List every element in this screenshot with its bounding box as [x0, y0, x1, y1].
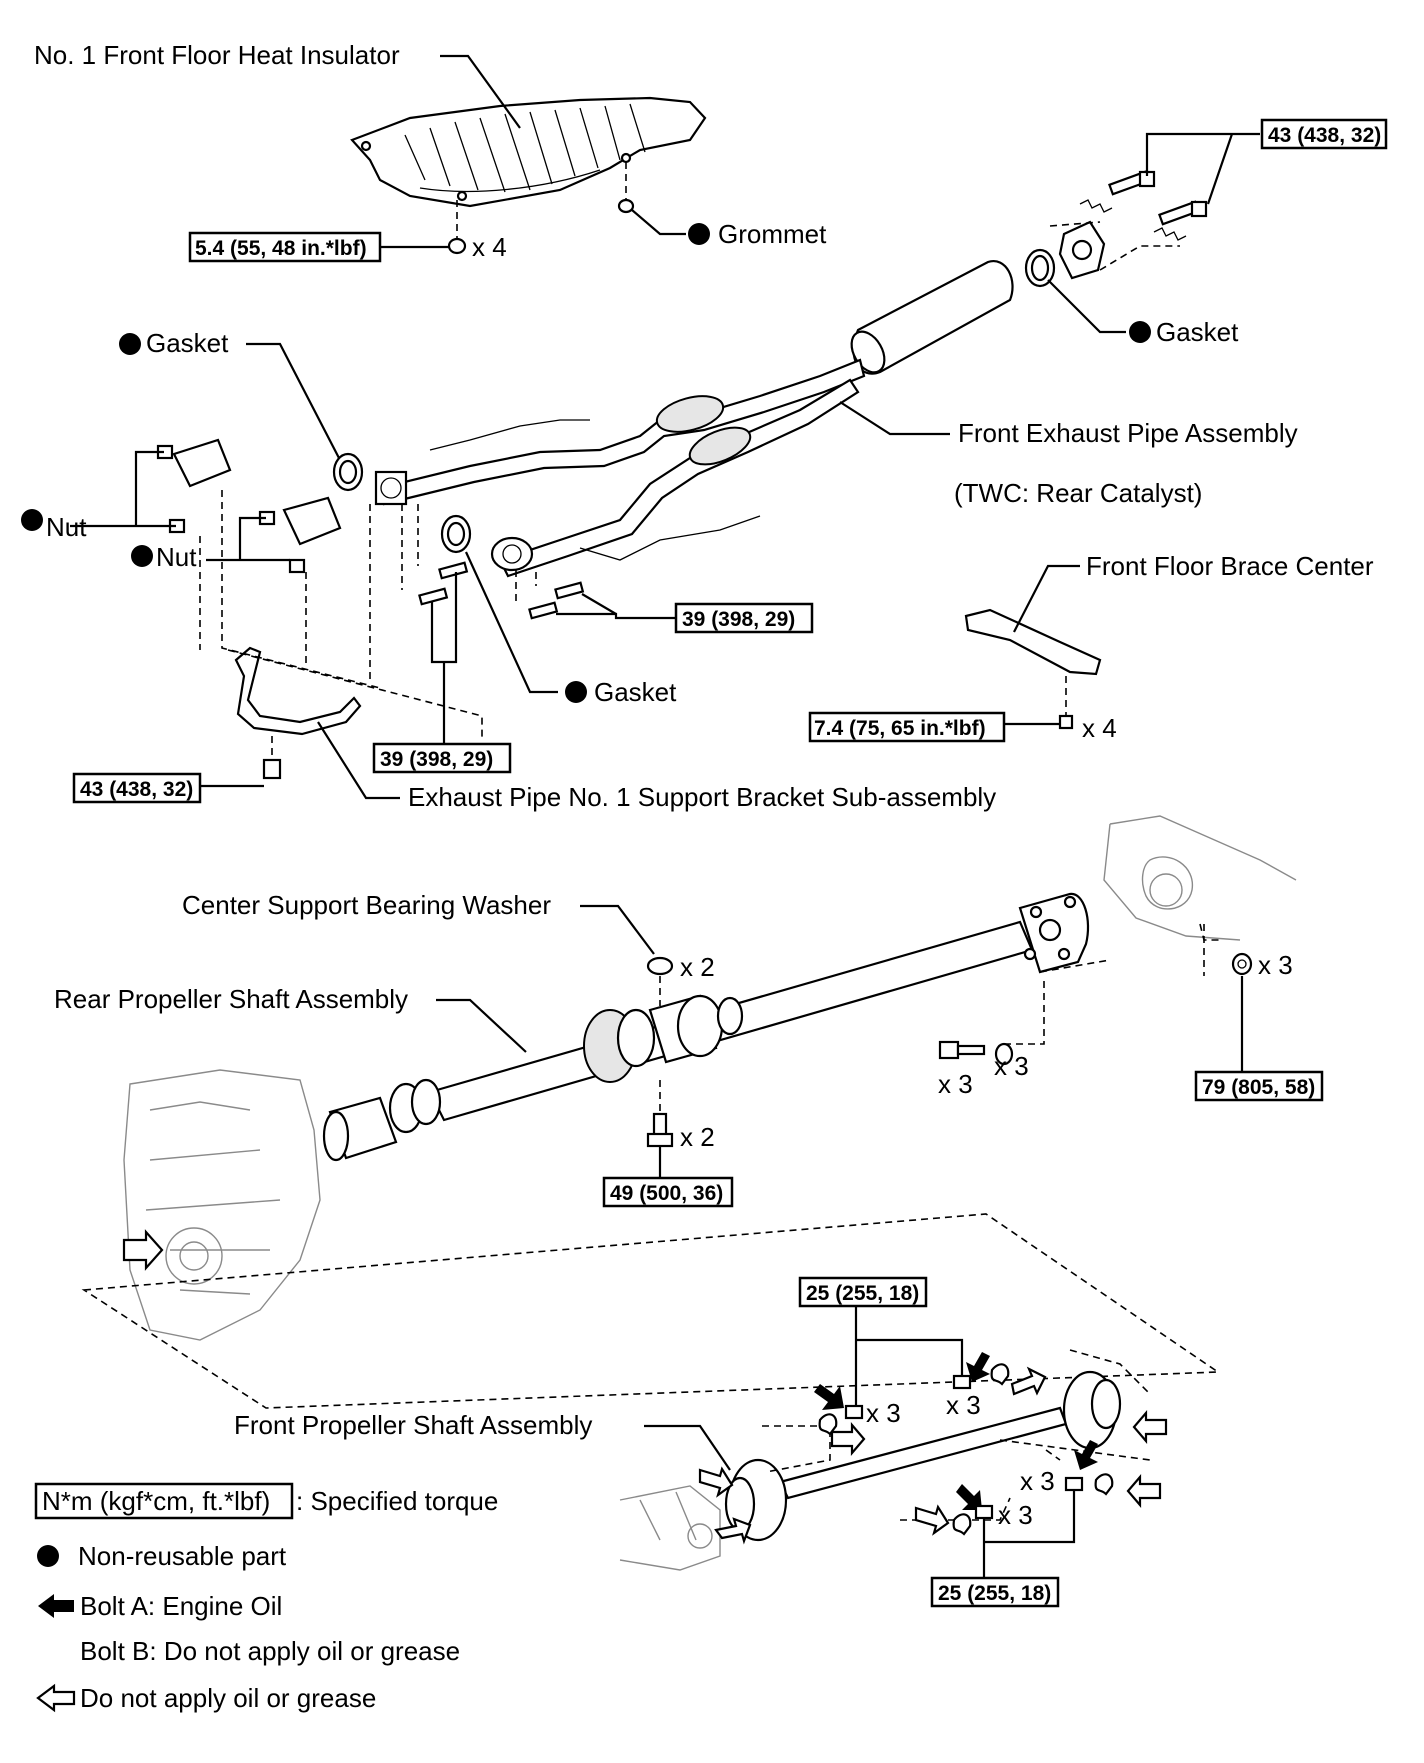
- torque-pipe-bolts-left: 39 (398, 29): [380, 748, 493, 771]
- grommet-label: Grommet: [718, 219, 827, 249]
- qty-rear-nut: x 3: [1258, 950, 1293, 980]
- engine-sketch: [619, 1485, 721, 1571]
- arrow-filled-icon: [966, 1352, 990, 1382]
- qty-fs-c: x 3: [1020, 1466, 1055, 1496]
- arrow-filled-icon: [956, 1484, 982, 1510]
- front-exhaust-pipe-assembly: [374, 248, 1056, 578]
- non-reusable-dot-icon: [21, 509, 43, 531]
- torque-bracket: 43 (438, 32): [80, 778, 193, 801]
- qty-fs-a: x 3: [866, 1398, 901, 1428]
- qty-rear-washer: x 3: [994, 1051, 1029, 1081]
- front-propeller-shaft: [724, 1370, 1122, 1542]
- heat-insulator: [350, 96, 707, 208]
- torque-pipe-bolts-center: 39 (398, 29): [682, 608, 795, 631]
- grommet-part: [617, 198, 635, 214]
- qty-washer: x 2: [680, 952, 715, 982]
- non-reusable-dot-icon: [37, 1545, 59, 1567]
- legend-bolt-b: Bolt B: Do not apply oil or grease: [80, 1636, 460, 1666]
- gasket-right-label: Gasket: [1156, 317, 1239, 347]
- legend-no-oil: Do not apply oil or grease: [80, 1683, 376, 1713]
- differential-sketch: [1103, 815, 1297, 941]
- nut-b-label: Nut: [156, 542, 197, 572]
- torque-rear-shaft-flange: 79 (805, 58): [1202, 1076, 1315, 1099]
- torque-front-shaft-top: 25 (255, 18): [806, 1282, 919, 1305]
- left-hangers: [156, 438, 342, 574]
- flange-bolts: [1058, 170, 1208, 280]
- torque-front-shaft-bottom: 25 (255, 18): [938, 1582, 1051, 1605]
- arrow-outline-icon: [1126, 1474, 1162, 1508]
- front-shaft-dashed-outline: [81, 1213, 1221, 1409]
- rear-propeller-shaft-label: Rear Propeller Shaft Assembly: [54, 984, 408, 1014]
- arrow-outline-icon: [1010, 1366, 1047, 1396]
- qty-fs-d: x 3: [998, 1500, 1033, 1530]
- arrow-outline-icon: [36, 1683, 76, 1713]
- qty-brace: x 4: [1082, 713, 1117, 743]
- arrow-filled-icon: [814, 1384, 844, 1410]
- legend-torque-desc: : Specified torque: [296, 1486, 498, 1516]
- twc-label: (TWC: Rear Catalyst): [954, 478, 1202, 508]
- torque-brace: 7.4 (75, 65 in.*lbf): [814, 717, 986, 740]
- arrow-outline-icon: [122, 1229, 164, 1271]
- qty-rear-bolt: x 3: [938, 1069, 973, 1099]
- bearing-washer-part: [646, 956, 674, 976]
- front-exhaust-pipe-label: Front Exhaust Pipe Assembly: [958, 418, 1298, 448]
- torque-insulator: 5.4 (55, 48 in.*lbf): [195, 237, 367, 260]
- torque-flange-top: 43 (438, 32): [1268, 124, 1381, 147]
- transfer-case-sketch: [122, 1069, 321, 1341]
- gasket-left-label: Gasket: [146, 328, 229, 358]
- legend-non-reusable: Non-reusable part: [78, 1541, 287, 1571]
- support-bracket: [234, 646, 362, 736]
- arrow-outline-icon: [1132, 1410, 1168, 1444]
- non-reusable-dot-icon: [688, 223, 710, 245]
- non-reusable-dot-icon: [1129, 321, 1151, 343]
- nut-a-label: Nut: [46, 512, 87, 542]
- torque-center-support: 49 (500, 36): [610, 1182, 723, 1205]
- non-reusable-dot-icon: [119, 333, 141, 355]
- legend: N*m (kgf*cm, ft.*lbf) : Specified torque…: [34, 1482, 498, 1713]
- qty-support-bolt: x 2: [680, 1122, 715, 1152]
- arrow-outline-icon: [698, 1466, 734, 1498]
- gasket-center-label: Gasket: [594, 677, 677, 707]
- front-shaft-arrows: [698, 1352, 1168, 1545]
- arrow-outline-icon: [914, 1504, 950, 1536]
- arrow-outline-icon: [830, 1422, 866, 1456]
- qty-fs-b: x 3: [946, 1390, 981, 1420]
- legend-bolt-a: Bolt A: Engine Oil: [80, 1591, 282, 1621]
- legend-torque-unit: N*m (kgf*cm, ft.*lbf): [42, 1486, 270, 1516]
- rear-flange-nut: [1231, 952, 1253, 976]
- arrow-filled-icon: [38, 1594, 74, 1618]
- front-propeller-shaft-label: Front Propeller Shaft Assembly: [234, 1410, 592, 1440]
- heat-insulator-label: No. 1 Front Floor Heat Insulator: [34, 40, 400, 70]
- rear-propeller-shaft: [322, 892, 1090, 1162]
- non-reusable-dot-icon: [565, 681, 587, 703]
- non-reusable-dot-icon: [131, 545, 153, 567]
- qty-insulator: x 4: [472, 232, 507, 262]
- support-bracket-label: Exhaust Pipe No. 1 Support Bracket Sub-a…: [408, 782, 996, 812]
- bearing-washer-label: Center Support Bearing Washer: [182, 890, 551, 920]
- arrow-outline-icon: [714, 1517, 752, 1545]
- arrow-filled-icon: [1074, 1440, 1098, 1470]
- front-floor-brace: [964, 608, 1102, 676]
- front-floor-brace-label: Front Floor Brace Center: [1086, 551, 1374, 581]
